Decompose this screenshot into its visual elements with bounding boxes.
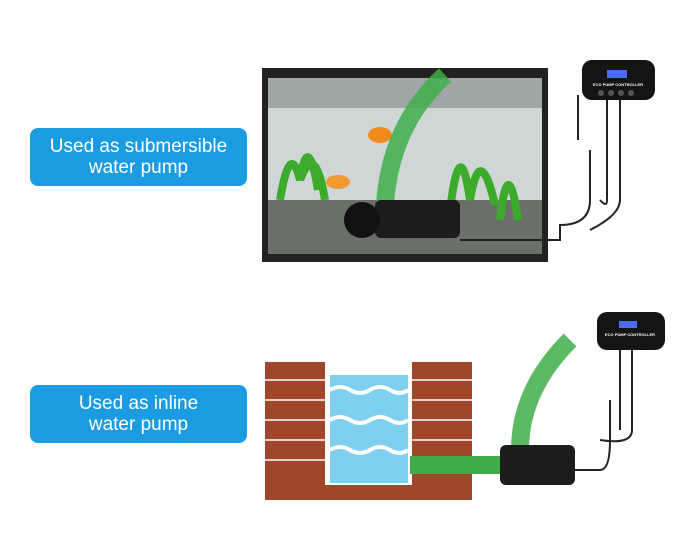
- label-line-1: Used as inline: [78, 393, 199, 414]
- pump-icon: [375, 200, 460, 238]
- brick-pool-illustration: [265, 333, 611, 500]
- controller-label: ECO PUMP CONTROLLER: [605, 332, 655, 337]
- goldfish-icon: [326, 175, 350, 189]
- label-line-2: water pump: [88, 157, 189, 178]
- controller-label: ECO PUMP CONTROLLER: [593, 82, 643, 87]
- goldfish-icon: [368, 127, 392, 143]
- hose-icon: [511, 333, 577, 451]
- submersible-usage-label: Used as submersible water pump: [30, 128, 247, 186]
- hose-icon: [376, 68, 452, 206]
- label-line-1: Used as submersible: [49, 136, 228, 157]
- pump-controller: ECO PUMP CONTROLLER: [597, 312, 665, 443]
- label-line-2: water pump: [88, 414, 189, 435]
- inline-usage-label: Used as inline water pump: [30, 385, 247, 443]
- pump-icon: [500, 445, 575, 485]
- aquarium-illustration: [262, 68, 591, 262]
- pump-controller: ECO PUMP CONTROLLER: [577, 60, 655, 231]
